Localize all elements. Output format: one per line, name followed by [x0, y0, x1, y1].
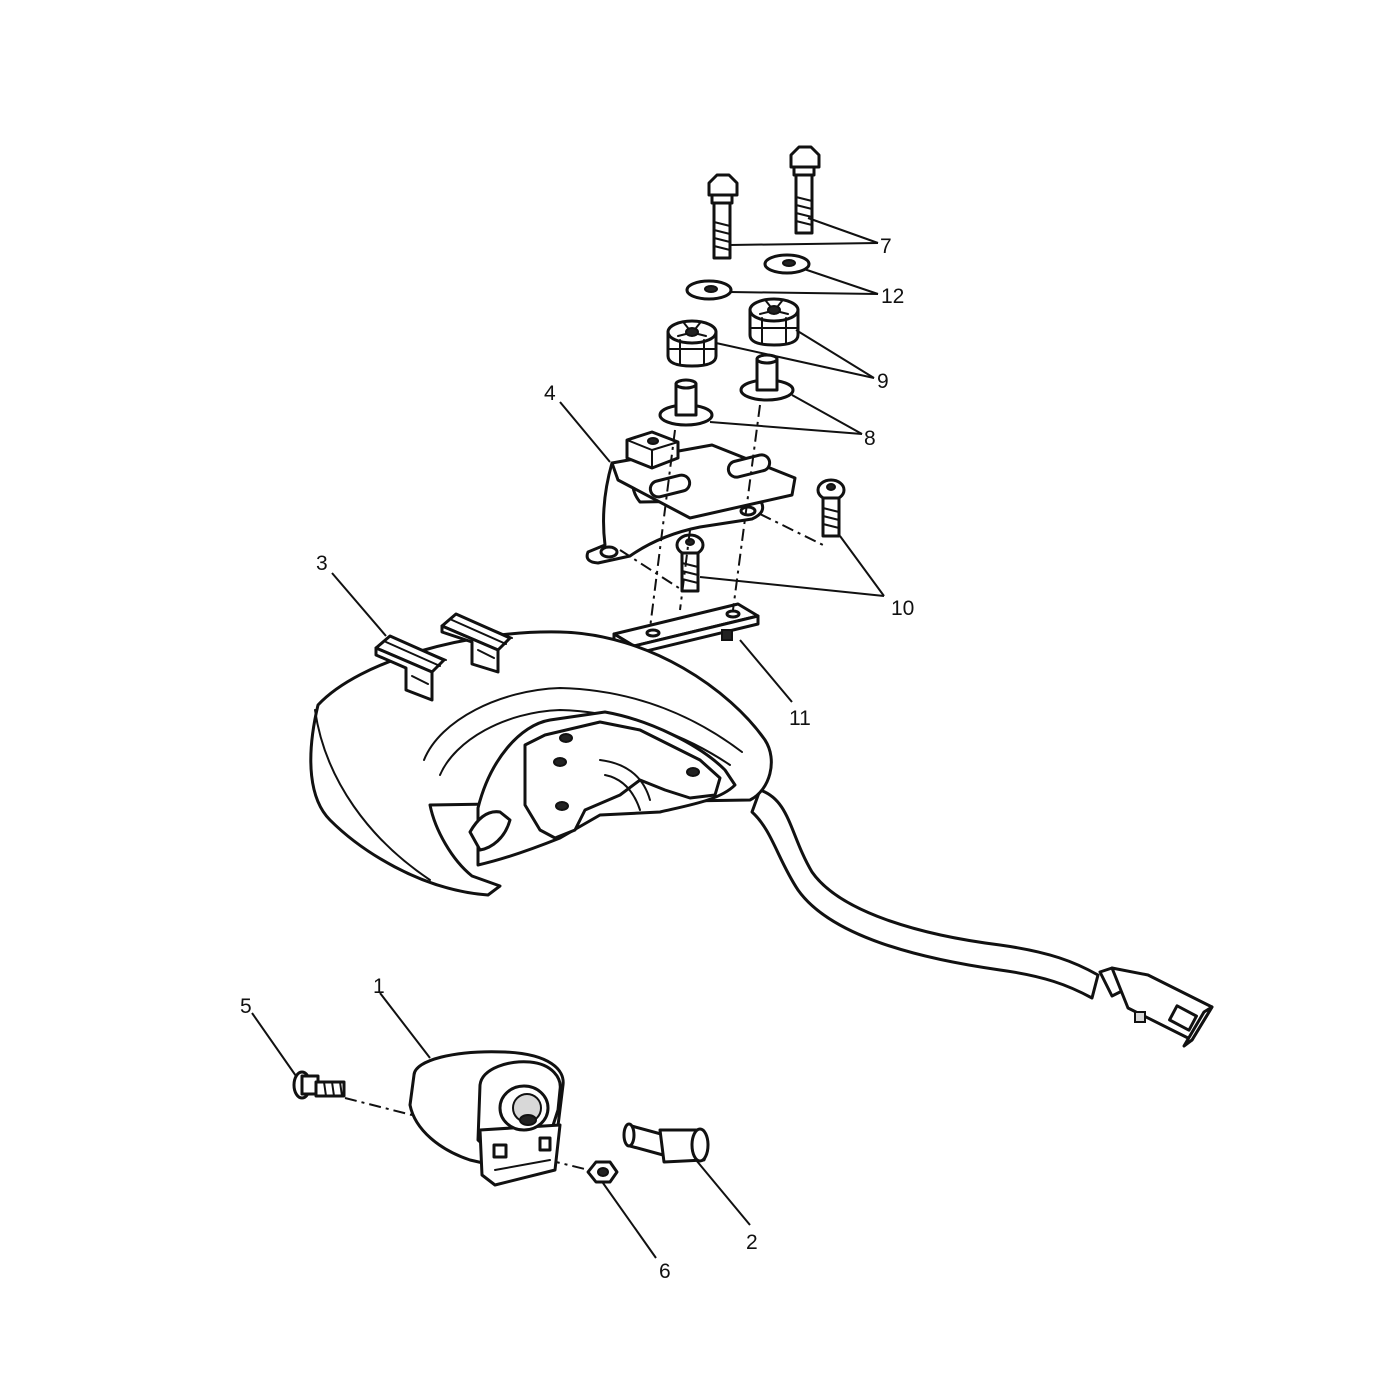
part-6-nut — [586, 1160, 619, 1184]
part-4-bracket — [585, 430, 797, 565]
bolt-right — [789, 145, 821, 235]
leader-lines — [251, 217, 885, 1259]
mudguard-fins-right — [440, 612, 513, 674]
part-12-washers — [685, 253, 811, 301]
part-5-screw — [292, 1070, 346, 1100]
screw-left — [675, 533, 705, 593]
callout-9: 9 — [877, 370, 889, 393]
connector — [1098, 966, 1214, 1048]
part-2-bulb — [622, 1122, 710, 1164]
grommet-left — [666, 319, 718, 368]
callout-4: 4 — [544, 382, 556, 405]
callout-3: 3 — [316, 552, 328, 575]
grommet-right — [748, 297, 800, 347]
callout-5: 5 — [240, 995, 252, 1018]
sleeve-right — [739, 353, 795, 402]
part-7-bolts — [707, 145, 821, 260]
callout-12: 12 — [881, 285, 904, 308]
callout-1: 1 — [373, 975, 385, 998]
callout-labels: 1 2 3 4 5 6 7 8 9 10 11 12 — [240, 235, 914, 1283]
callout-7: 7 — [880, 235, 892, 258]
callout-10: 10 — [891, 597, 914, 620]
part-1-light-housing — [408, 1050, 565, 1187]
callout-11: 11 — [789, 707, 811, 730]
assembly-axes — [344, 404, 824, 1173]
callout-2: 2 — [746, 1231, 758, 1254]
callout-6: 6 — [659, 1260, 671, 1283]
bolt-left — [707, 173, 739, 260]
part-9-grommets — [666, 297, 800, 368]
part-3-mudguard — [309, 612, 1214, 1048]
screw-right — [816, 478, 846, 538]
sleeve-left — [658, 378, 714, 427]
mudguard-fins-left — [374, 634, 447, 702]
callout-8: 8 — [864, 427, 876, 450]
part-11-plate — [612, 602, 760, 663]
part-10-screws — [675, 478, 846, 593]
